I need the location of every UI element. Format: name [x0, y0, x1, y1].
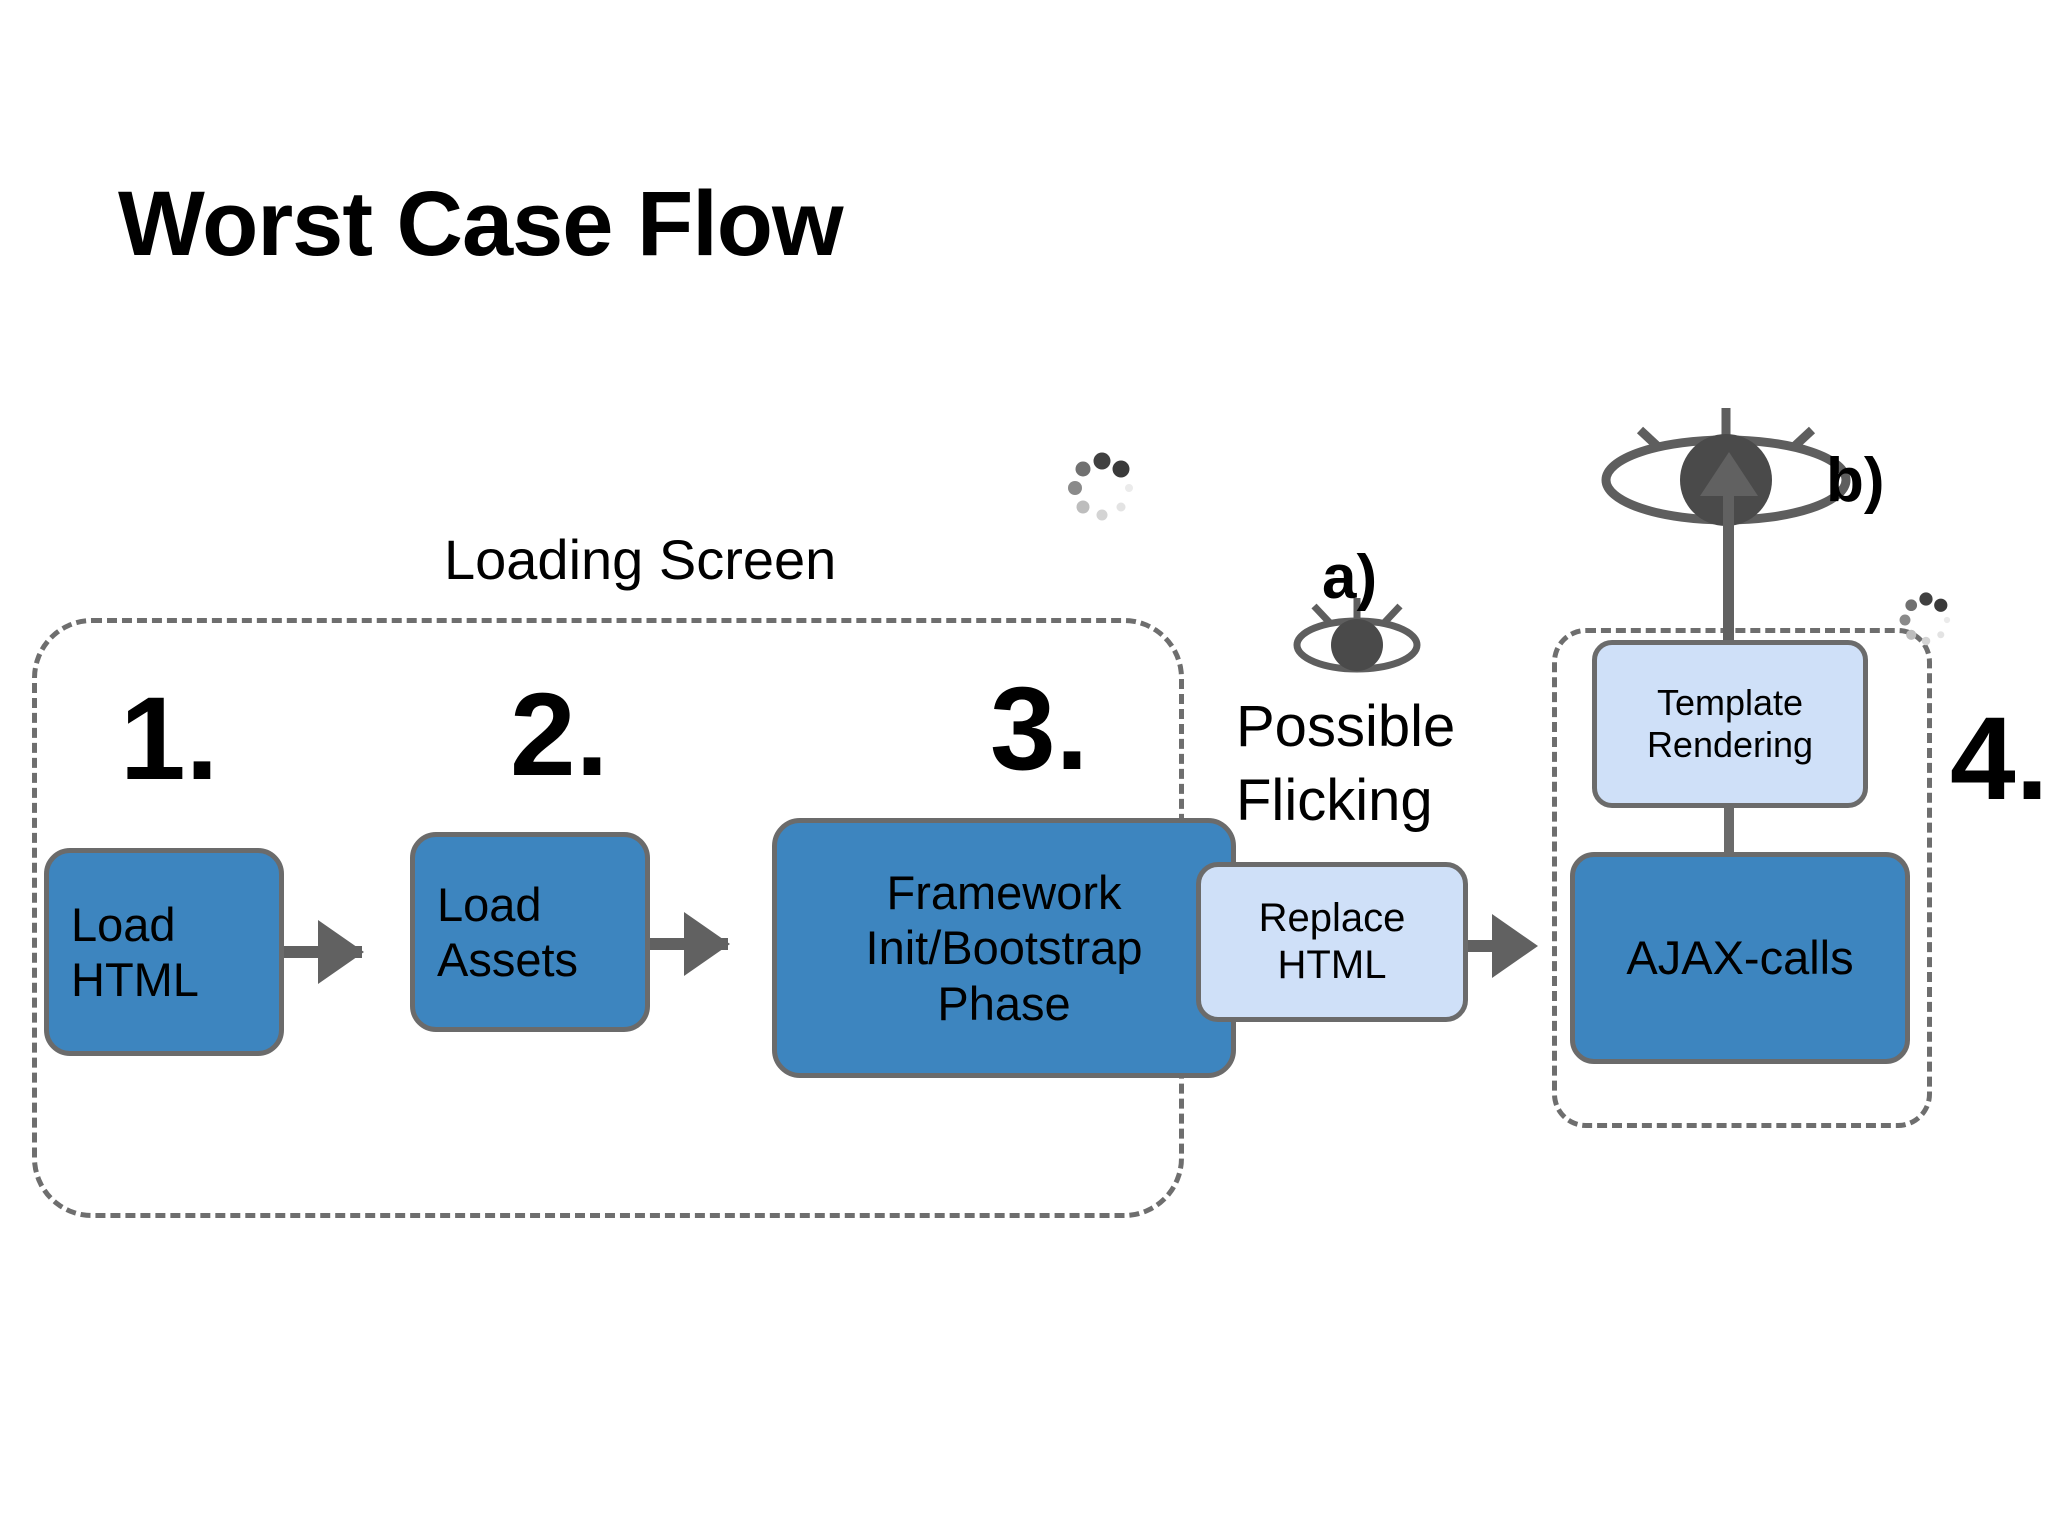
possible-flicking-line1: Possible: [1236, 694, 1456, 759]
arrow-head-icon: [318, 920, 364, 984]
node-template-rendering-line2: Rendering: [1646, 724, 1814, 765]
node-load-assets[interactable]: Load Assets: [410, 832, 650, 1032]
possible-flicking-line2: Flicking: [1236, 768, 1433, 834]
loading-spinner-icon: [1899, 592, 1951, 646]
arrow-head-icon: [684, 912, 730, 976]
loading-screen-group-label: Loading Screen: [444, 528, 837, 591]
node-load-html-line1: Load: [71, 897, 176, 951]
node-template-rendering[interactable]: Template Rendering: [1592, 640, 1868, 808]
node-framework-line1: Framework: [886, 865, 1122, 919]
node-load-html[interactable]: Load HTML: [44, 848, 284, 1056]
arrow-ajax-to-eye-b: [1723, 480, 1734, 650]
node-load-html-line2: HTML: [71, 953, 199, 1006]
page-title: Worst Case Flow: [118, 173, 844, 275]
node-template-rendering-line1: Template: [1656, 681, 1804, 723]
node-framework-line2: Init/Bootstrap: [865, 921, 1143, 975]
node-ajax-calls[interactable]: AJAX-calls: [1570, 852, 1910, 1064]
node-load-assets-line1: Load: [437, 877, 542, 931]
connector-template-rendering-to-ajax-calls: [1724, 806, 1734, 856]
arrow-head-icon: [1700, 452, 1758, 496]
step-number-2: 2.: [510, 669, 609, 801]
arrow-head-icon: [1492, 914, 1538, 978]
node-load-assets-line2: Assets: [437, 933, 579, 986]
step-number-4: 4.: [1950, 693, 2048, 825]
node-framework-init-bootstrap-phase[interactable]: Framework Init/Bootstrap Phase: [772, 818, 1236, 1078]
step-number-1: 1.: [120, 673, 219, 805]
step-number-3: 3.: [990, 663, 1089, 795]
node-replace-html[interactable]: Replace HTML: [1196, 862, 1468, 1022]
eye-icon: [1293, 598, 1421, 673]
ajax-group-box: [1552, 628, 1932, 1128]
node-replace-html-line2: HTML: [1277, 943, 1387, 987]
node-framework-line3: Phase: [937, 976, 1071, 1030]
possible-flicking-label: Possible Flicking: [1236, 690, 1455, 838]
loading-spinner-icon: [1068, 452, 1133, 521]
callout-label-b: b): [1826, 446, 1885, 515]
node-ajax-calls-line1: AJAX-calls: [1626, 931, 1854, 985]
node-replace-html-line1: Replace: [1258, 895, 1406, 940]
callout-label-a: a): [1322, 543, 1378, 612]
